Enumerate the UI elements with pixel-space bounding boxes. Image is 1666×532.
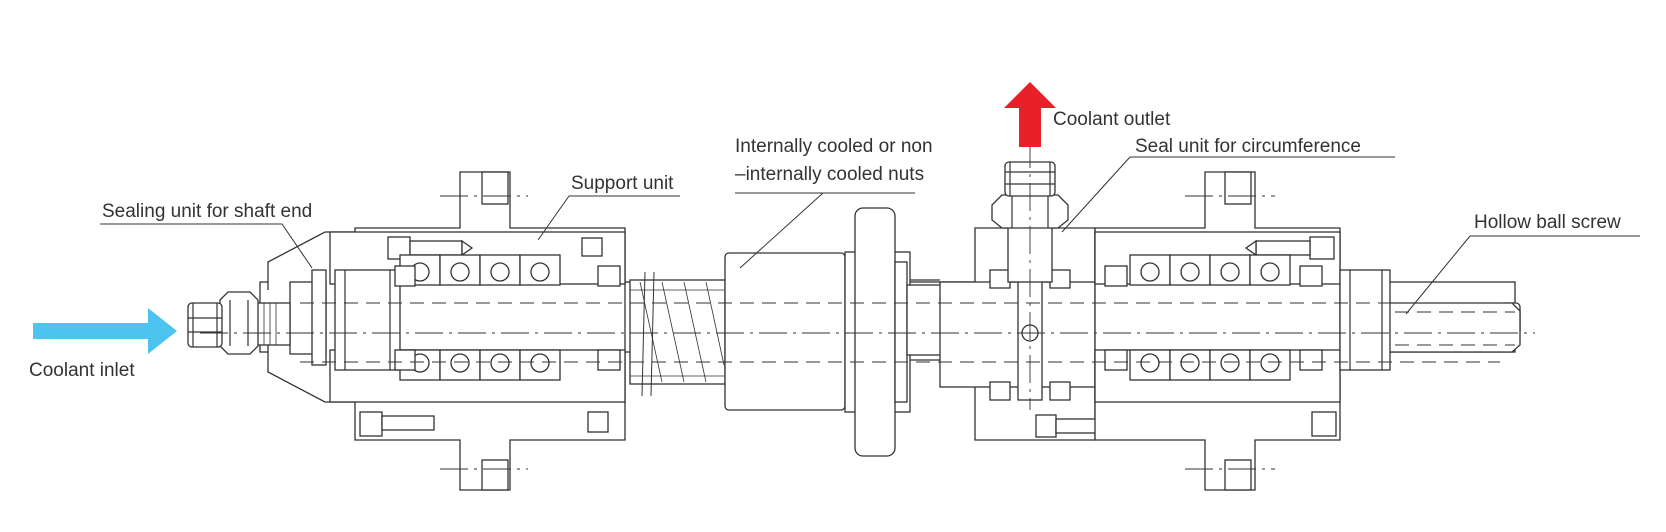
leader-lines: [100, 156, 1640, 315]
label-support-unit: Support unit: [571, 173, 674, 194]
right-support-unit: [1094, 171, 1391, 491]
label-coolant-inlet: Coolant inlet: [29, 360, 135, 381]
label-nuts-line1: Internally cooled or non: [735, 136, 933, 157]
screw-thread-section: [629, 271, 726, 397]
ball-screw-nut: [724, 207, 948, 457]
label-coolant-outlet: Coolant outlet: [1053, 109, 1171, 130]
seal-unit-circumference: [939, 227, 1136, 441]
labels: Coolant outlet Internally cooled or non …: [29, 109, 1621, 381]
coolant-inlet-arrow: [33, 308, 177, 354]
label-sealing-unit-shaft-end: Sealing unit for shaft end: [102, 201, 312, 222]
label-hollow-ball-screw: Hollow ball screw: [1474, 212, 1621, 233]
left-support-unit: [329, 171, 626, 491]
coolant-outlet-arrow: [1004, 82, 1056, 147]
label-nuts-line2: –internally cooled nuts: [735, 164, 924, 185]
inlet-fitting: [187, 291, 259, 355]
label-seal-unit-circumference: Seal unit for circumference: [1135, 136, 1361, 157]
center-lines: [200, 140, 1535, 410]
right-bearings: [1129, 254, 1291, 381]
